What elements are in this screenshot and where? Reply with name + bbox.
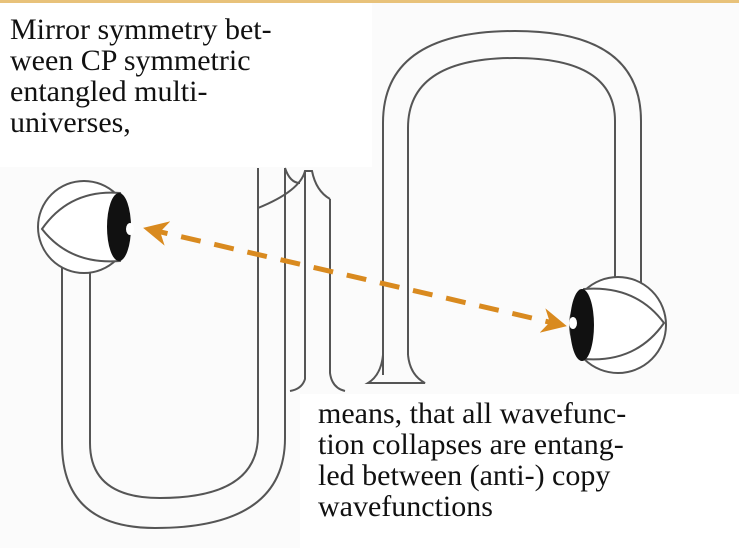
caption-top: Mirror symmetry bet- ween CP symmetric e… bbox=[0, 3, 372, 167]
caption-bottom-line: means, that all wavefunc- bbox=[318, 397, 627, 430]
caption-top-line: entangled multi- bbox=[10, 75, 208, 108]
caption-bottom-line: wavefunctions bbox=[318, 490, 493, 523]
caption-top-line: ween CP symmetric bbox=[10, 44, 251, 77]
left-eye-icon bbox=[37, 180, 134, 274]
caption-top-line: universes, bbox=[10, 106, 131, 139]
mirror-diagram bbox=[37, 29, 667, 530]
right-arch bbox=[364, 29, 642, 384]
caption-bottom-line: tion collapses are entang- bbox=[318, 428, 624, 461]
caption-bottom: means, that all wavefunc- tion collapses… bbox=[300, 394, 739, 548]
center-pillar bbox=[257, 167, 346, 392]
caption-bottom-line: led between (anti-) copy bbox=[318, 459, 611, 492]
right-eye-icon bbox=[569, 276, 667, 374]
left-u-tube bbox=[61, 201, 286, 530]
caption-top-line: Mirror symmetry bet- bbox=[10, 13, 272, 46]
double-arrow bbox=[143, 221, 567, 333]
